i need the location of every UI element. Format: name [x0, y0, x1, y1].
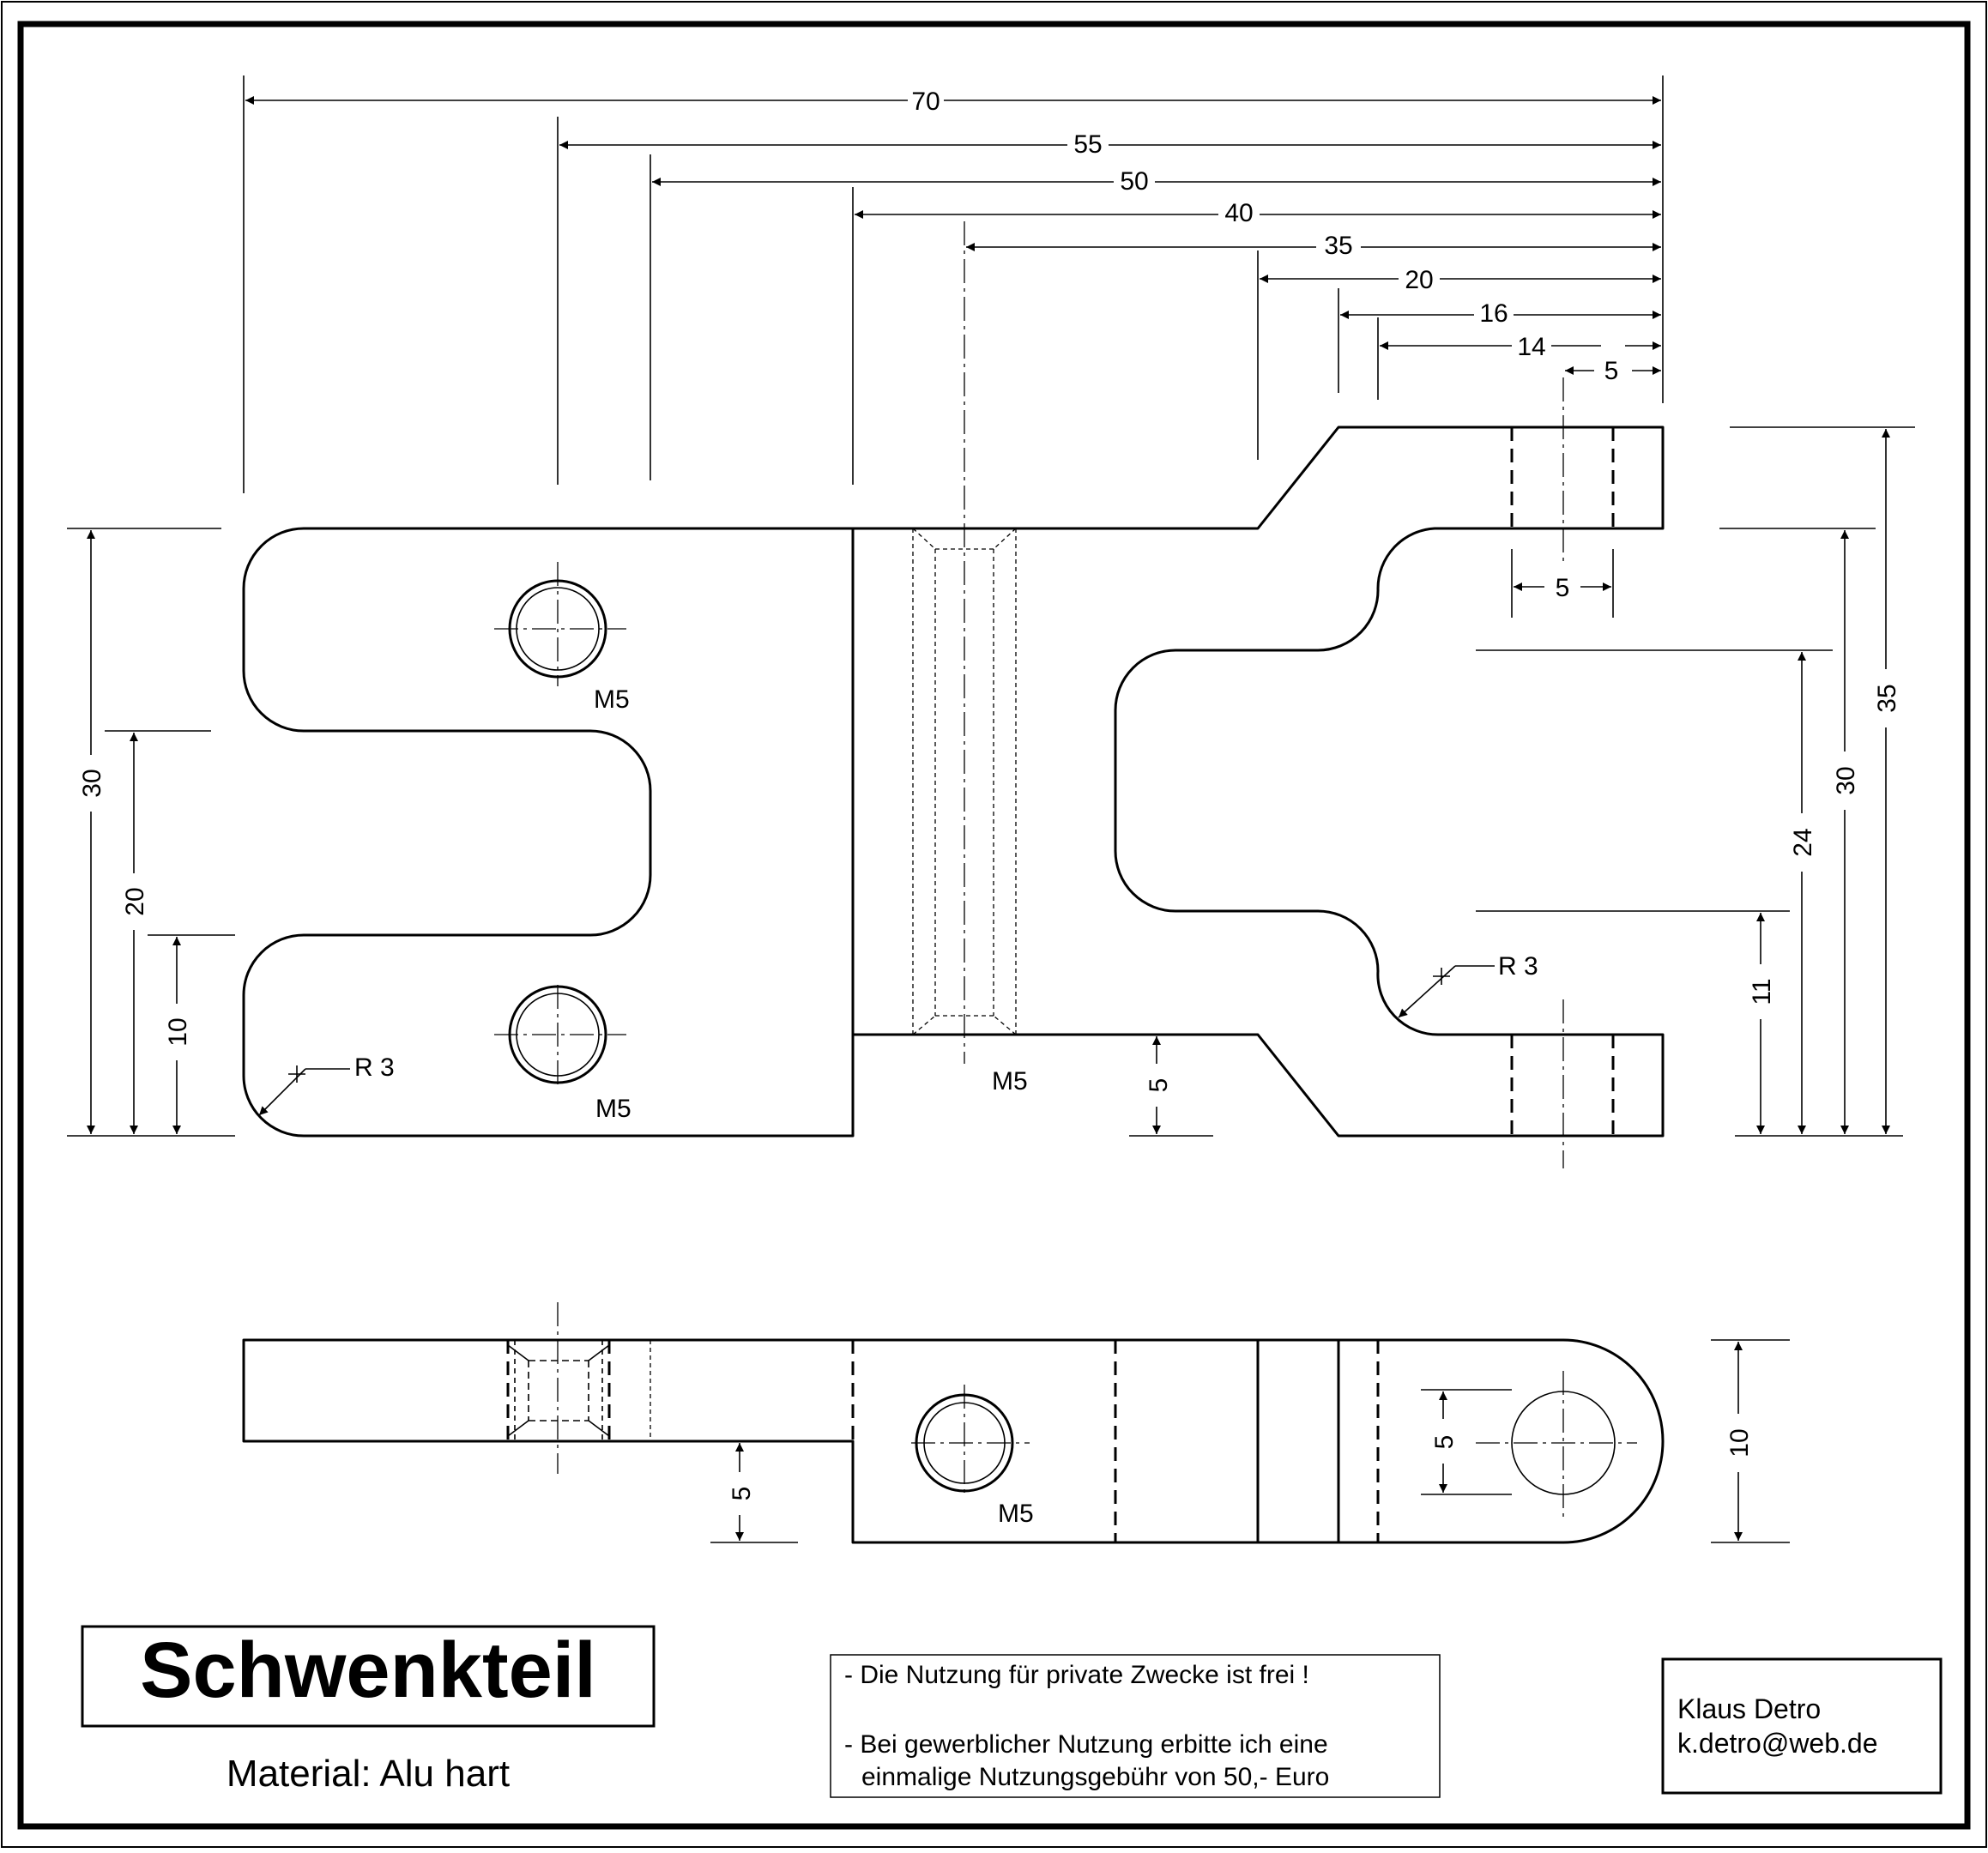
dim-14: 14: [1517, 333, 1545, 361]
dim-20: 20: [1405, 266, 1433, 294]
label-thread-side: M5: [998, 1500, 1034, 1528]
dim-side-hole-5: 5: [1430, 1435, 1459, 1450]
right-dimensions: 35 30 24 11: [1476, 426, 1915, 1137]
dim-right-35: 35: [1873, 684, 1901, 712]
svg-text:R 3: R 3: [354, 1053, 395, 1082]
thread-hole-lower: [494, 985, 626, 1088]
label-thread-center: M5: [992, 1067, 1028, 1096]
side-thread-hidden: [506, 1302, 611, 1474]
side-dimensions: 5 5 10: [710, 1339, 1790, 1543]
label-thread-upper: M5: [594, 685, 630, 714]
dim-left-30: 30: [78, 769, 106, 797]
dim-right-24: 24: [1789, 828, 1817, 856]
top-view-left-block: [242, 527, 855, 1138]
dim-35: 35: [1324, 232, 1352, 260]
dim-50: 50: [1120, 167, 1148, 196]
author-name: Klaus Detro: [1677, 1693, 1821, 1724]
author-block: Klaus Detro k.detro@web.de: [1661, 1657, 1943, 1795]
dim-55: 55: [1073, 130, 1102, 159]
side-thread-hole: [911, 1385, 1030, 1498]
dim-left-20: 20: [121, 887, 149, 915]
title-block: Schwenkteil Material: Alu hart: [81, 1625, 656, 1795]
notice-block: - Die Nutzung für private Zwecke ist fre…: [830, 1654, 1441, 1798]
notice-line-1: - Die Nutzung für private Zwecke ist fre…: [844, 1661, 1309, 1689]
label-thread-lower: M5: [595, 1095, 631, 1123]
center-thread-hidden: [912, 221, 1017, 1064]
dim-5-top: 5: [1604, 357, 1619, 385]
top-view: M5 M5 M5 R 3 R 3: [242, 221, 1665, 1168]
material-label: Material: Alu hart: [227, 1753, 510, 1795]
top-dimensions: 70 55 50 40 35 20 16 14 5 5: [243, 75, 1664, 618]
notice-line-2: - Bei gewerblicher Nutzung erbitte ich e…: [844, 1730, 1328, 1759]
side-pin-hole: [1476, 1371, 1637, 1517]
notice-line-3: einmalige Nutzungsgebühr von 50,- Euro: [861, 1763, 1329, 1791]
side-view: M5: [242, 1302, 1665, 1544]
dim-side-10: 10: [1725, 1428, 1754, 1457]
radius-callout-right: R 3: [1398, 952, 1538, 1018]
dim-16: 16: [1479, 299, 1508, 328]
dim-70: 70: [911, 88, 940, 116]
author-email: k.detro@web.de: [1677, 1728, 1878, 1759]
svg-text:R 3: R 3: [1498, 952, 1538, 981]
dim-5-slot: 5: [1556, 574, 1570, 602]
top-view-fork: [851, 426, 1665, 1138]
dim-40: 40: [1224, 199, 1253, 227]
dim-plate-thickness: 5: [1129, 1036, 1213, 1137]
drawing-title: Schwenkteil: [140, 1627, 596, 1714]
thread-hole-upper: [494, 562, 626, 686]
dim-side-5: 5: [728, 1487, 756, 1501]
inner-frame: [17, 21, 1971, 1830]
svg-text:5: 5: [1145, 1078, 1173, 1093]
dim-right-11: 11: [1748, 978, 1776, 1005]
dim-right-30: 30: [1832, 766, 1860, 794]
radius-callout-left: R 3: [258, 1053, 395, 1116]
left-dimensions: 30 20 10: [67, 528, 235, 1137]
side-view-outline: [242, 1338, 1665, 1544]
dim-left-10: 10: [164, 1017, 192, 1046]
